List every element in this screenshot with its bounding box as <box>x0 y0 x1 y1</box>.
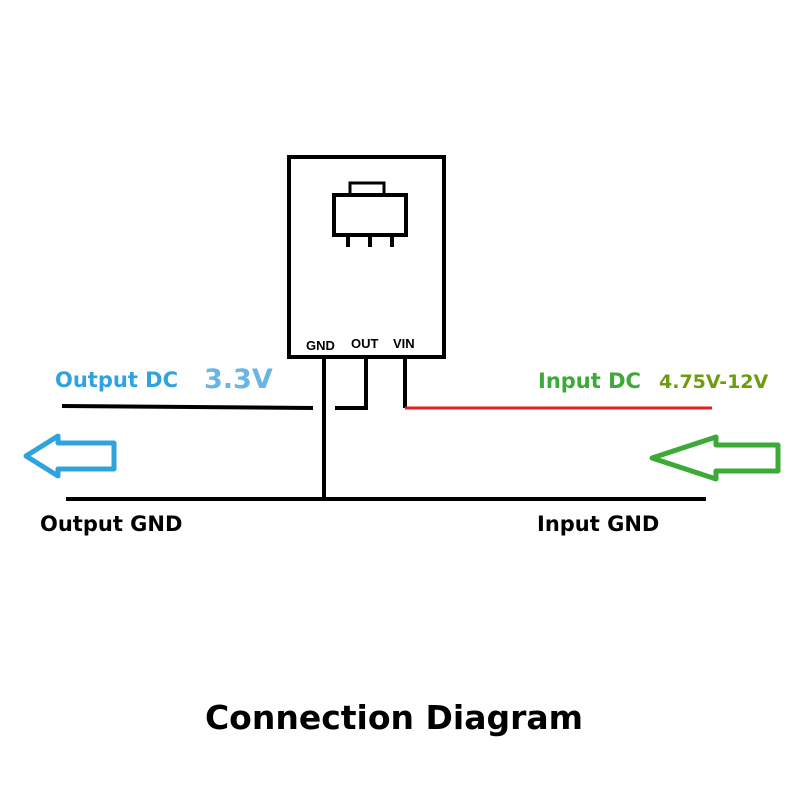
output-arrow-icon <box>23 433 117 479</box>
input-gnd-label: Input GND <box>537 512 659 536</box>
regulator-chip-icon <box>332 181 408 247</box>
pin-label-gnd: GND <box>306 338 335 353</box>
input-arrow-icon <box>649 434 781 482</box>
output-dc-label: Output DC <box>55 368 178 392</box>
output-gnd-label: Output GND <box>40 512 182 536</box>
input-voltage-label: 4.75V-12V <box>659 371 769 393</box>
pin-label-vin: VIN <box>393 336 415 351</box>
pin-label-out: OUT <box>351 336 379 351</box>
wiring <box>61 357 712 501</box>
output-voltage-label: 3.3V <box>204 364 273 395</box>
diagram-caption: Connection Diagram <box>205 698 583 737</box>
output-dc-wire-left <box>61 404 314 410</box>
input-dc-label: Input DC <box>538 369 641 393</box>
